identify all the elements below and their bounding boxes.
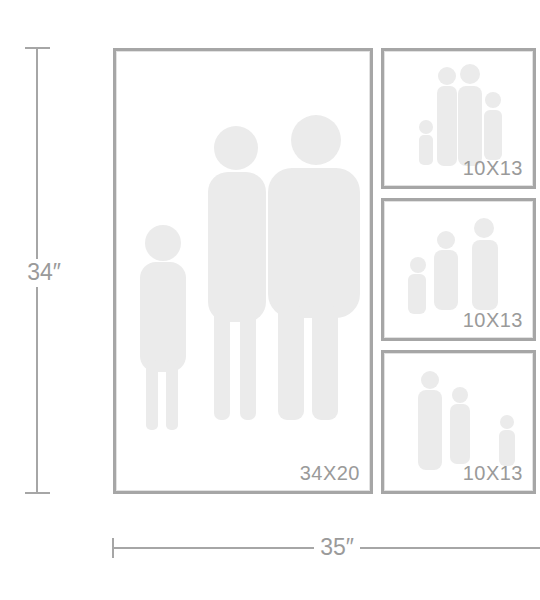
frame-size: 34X20 (300, 462, 360, 485)
width-dimension: 35″ (314, 534, 360, 562)
frame-size: 10X13 (463, 157, 523, 180)
frame-size: 10X13 (463, 462, 523, 485)
family-silhouette (140, 115, 360, 430)
picture-frame: 10X13 (381, 48, 536, 189)
picture-frame: 10X13 (381, 198, 536, 341)
frame-size: 10X13 (463, 309, 523, 332)
dimension-lines (25, 48, 540, 558)
picture-frame: 10X13 (381, 350, 536, 494)
height-dimension: 34″ (21, 259, 67, 287)
picture-frame: 34X20 (113, 48, 373, 494)
small-silhouettes (408, 64, 515, 470)
